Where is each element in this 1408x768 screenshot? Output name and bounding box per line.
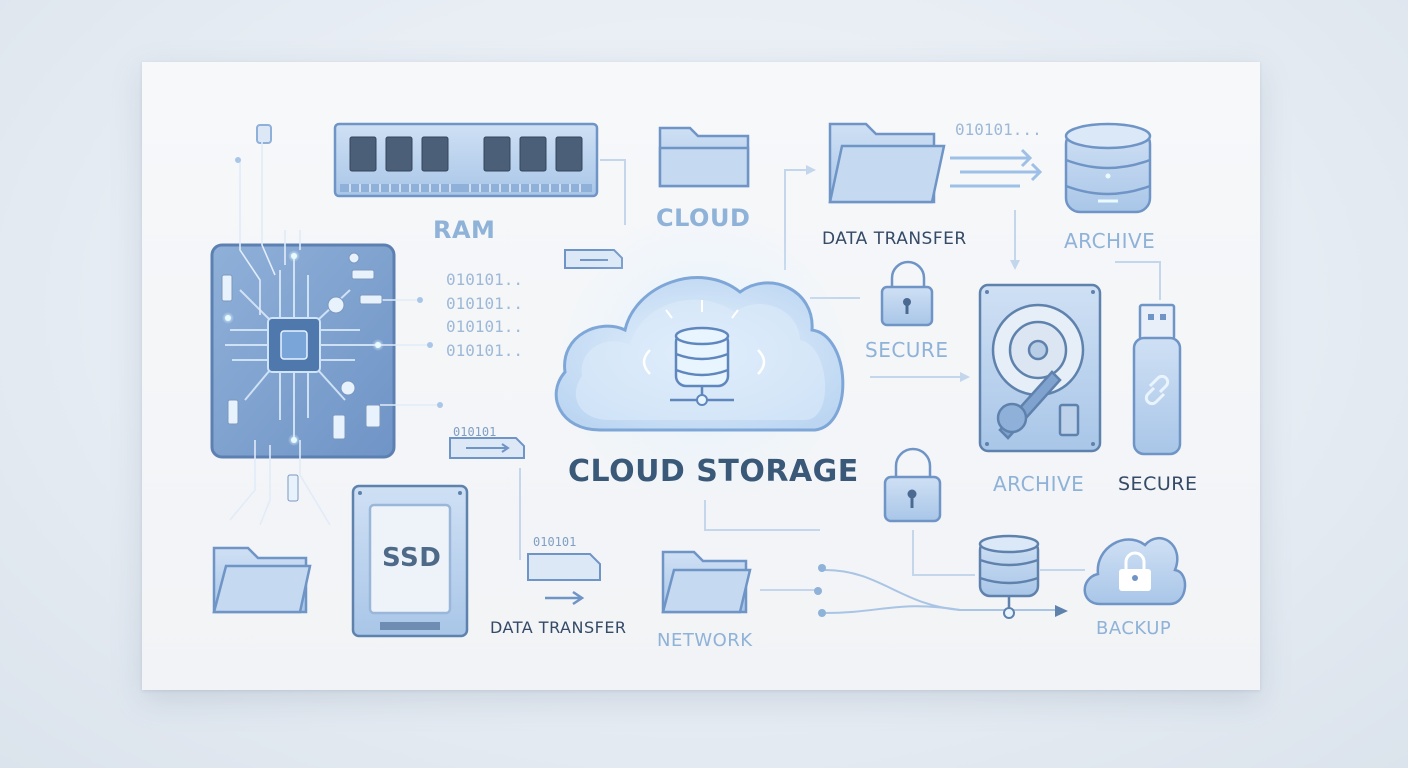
cloud-storage-icon (554, 205, 854, 505)
binary-row-2: 010101.. (446, 294, 524, 313)
binary-top-right: 010101... (955, 120, 1042, 139)
folder-icon-network (661, 550, 752, 614)
usb-drive-icon (1132, 303, 1182, 456)
padlock-icon-lower (883, 447, 942, 523)
ssd-label: SSD (382, 543, 442, 573)
archive-top-label: ARCHIVE (1064, 229, 1156, 253)
backup-label: BACKUP (1096, 618, 1172, 639)
data-transfer-bottom-label: DATA TRANSFER (490, 618, 627, 637)
archive-hdd-label: ARCHIVE (993, 472, 1085, 496)
folder-icon-transfer (828, 122, 946, 204)
secure-usb-label: SECURE (1118, 473, 1198, 495)
transfer-tag-icon-2 (449, 437, 525, 459)
folder-icon-bottom-left (212, 546, 312, 614)
database-icon-archive (1064, 122, 1152, 214)
data-transfer-top-label: DATA TRANSFER (822, 229, 967, 249)
binary-row-4: 010101.. (446, 341, 524, 360)
ram-module-icon (333, 122, 599, 198)
folder-icon-cloud (658, 126, 750, 188)
cloud-label: CLOUD (656, 204, 751, 232)
database-icon-network (978, 534, 1040, 598)
binary-row-3: 010101.. (446, 317, 524, 336)
binary-row-1: 010101.. (446, 270, 524, 289)
ram-label: RAM (433, 216, 496, 244)
binary-tag-1: 010101 (453, 425, 497, 439)
hard-drive-icon (978, 283, 1102, 453)
backup-cloud-icon (1083, 537, 1187, 606)
binary-tag-2: 010101 (533, 535, 577, 549)
transfer-tag-icon-3 (527, 553, 601, 581)
padlock-icon-mid (880, 260, 934, 327)
cloud-storage-title: CLOUD STORAGE (568, 454, 859, 489)
secure-mid-label: SECURE (865, 338, 949, 362)
network-label: NETWORK (657, 630, 753, 651)
transfer-arrows-icon (950, 148, 1043, 188)
circuit-board-icon (210, 140, 443, 526)
small-chip-icon (256, 124, 272, 144)
ssd-icon (351, 484, 469, 638)
